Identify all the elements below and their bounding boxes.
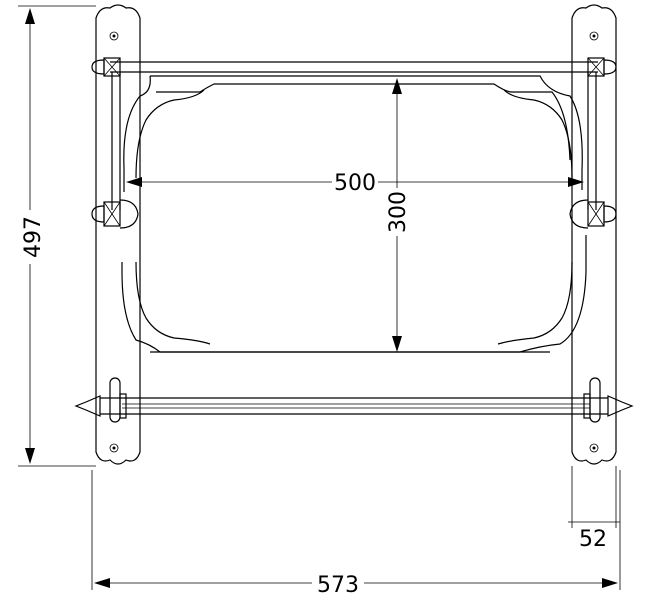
height-overall-label: 497 [21, 216, 46, 258]
middle-bracket-right [569, 199, 617, 229]
dimension-height-overall: 497 [18, 5, 96, 467]
towel-bar [74, 377, 634, 423]
dimension-width-overall: 573 [91, 470, 621, 598]
plate-width-label: 52 [579, 527, 607, 552]
upper-rail-knob-left [91, 57, 121, 77]
width-overall-label: 573 [317, 573, 359, 598]
width-inner-label: 500 [334, 171, 376, 196]
dimension-width-inner: 500 [126, 168, 584, 196]
upper-rail-knob-right [587, 57, 617, 77]
shelf-frame [110, 61, 598, 353]
dimension-height-inner: 300 [383, 78, 411, 352]
right-wall-plate [571, 4, 617, 465]
middle-bracket-left [91, 199, 139, 229]
height-inner-label: 300 [386, 191, 411, 233]
dimension-plate-width: 52 [568, 466, 620, 552]
left-wall-plate [95, 4, 141, 465]
